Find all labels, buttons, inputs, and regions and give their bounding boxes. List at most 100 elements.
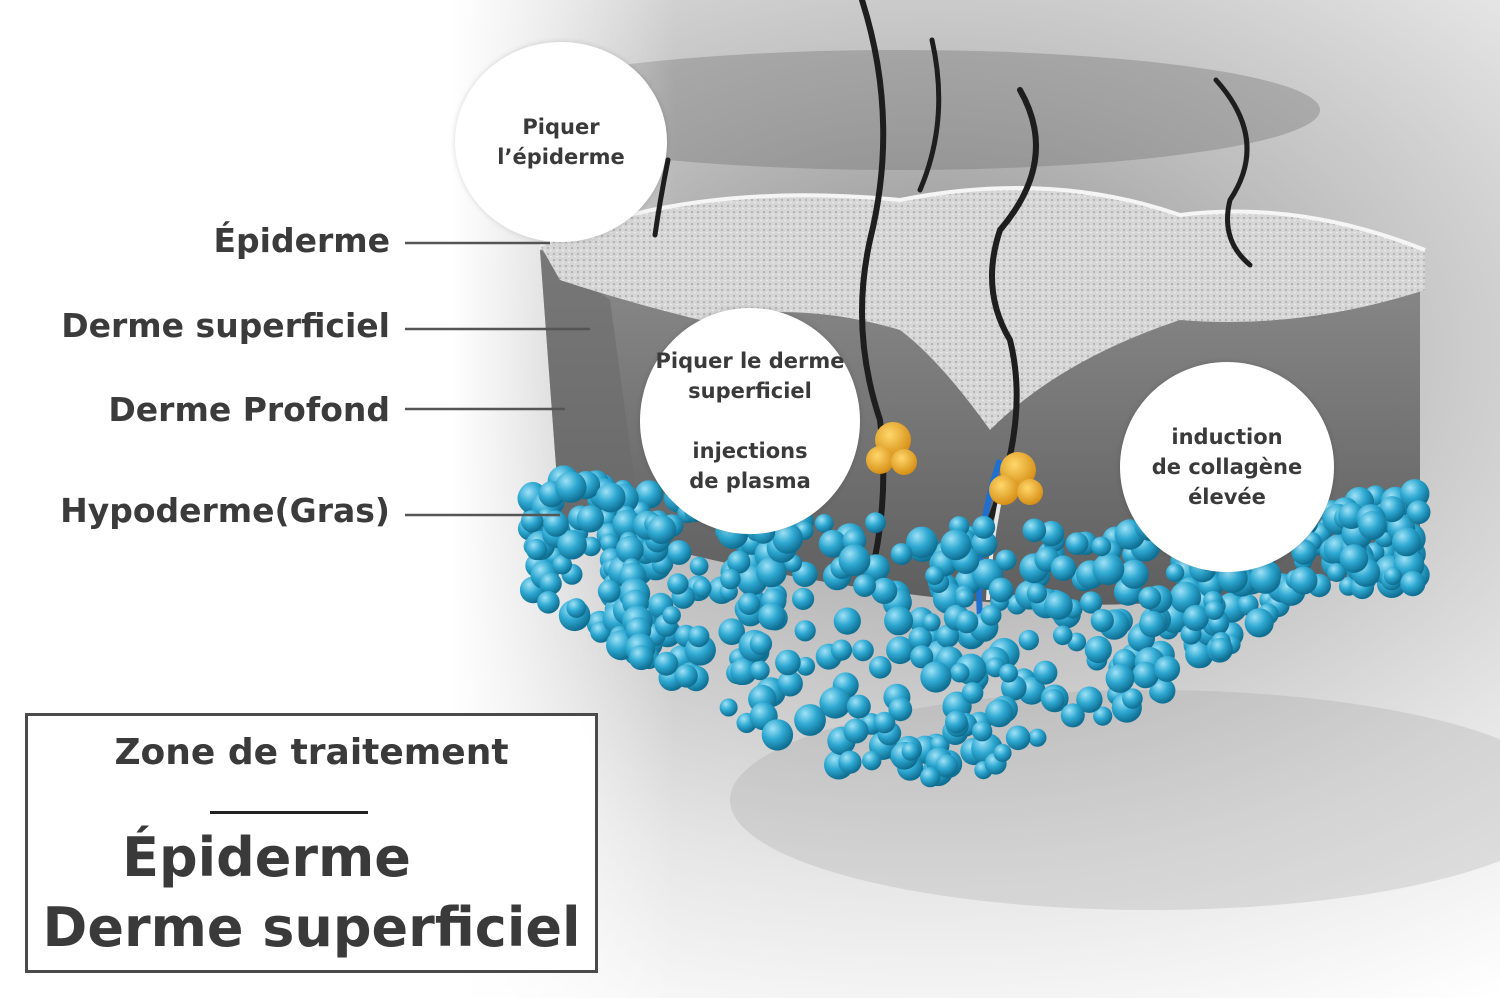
fat-cell — [980, 604, 1002, 626]
fat-cell — [862, 751, 882, 771]
fat-cell — [537, 591, 560, 614]
callout-dermis-line: superficiel — [688, 379, 812, 403]
treatment-zone-epiderme: Épiderme — [122, 826, 411, 889]
fat-cell — [910, 645, 934, 669]
fat-cell — [873, 711, 896, 734]
fat-cell — [936, 624, 960, 648]
fat-cell — [1080, 591, 1103, 614]
fat-cell — [612, 509, 642, 539]
fat-cell — [1122, 688, 1143, 709]
fat-cell — [539, 572, 562, 595]
fat-cell — [884, 606, 914, 636]
fat-cell — [1033, 660, 1058, 685]
fat-cell — [647, 515, 677, 545]
fat-cell — [1052, 625, 1073, 646]
fat-cell — [566, 598, 587, 618]
fat-cell — [1090, 608, 1114, 633]
fat-cell — [1289, 566, 1318, 595]
callout-dermis-line: Piquer le derme — [655, 349, 845, 373]
callout-collagen-line: induction — [1171, 425, 1283, 449]
fat-cell — [1005, 725, 1031, 751]
fat-cell — [555, 471, 587, 503]
fat-cell — [687, 625, 710, 648]
fat-cell — [1050, 555, 1077, 581]
fat-cell — [750, 660, 770, 681]
fat-cell — [662, 606, 681, 625]
fat-cell — [1406, 500, 1431, 525]
fat-cell — [557, 529, 587, 560]
fat-cell — [796, 656, 816, 676]
fat-cell — [988, 577, 1014, 603]
fat-cell — [777, 670, 803, 697]
fat-cell — [520, 510, 544, 533]
fat-cell — [993, 743, 1012, 762]
callout-collagen: induction de collagène élevée — [1120, 362, 1334, 572]
callout-epidermis: Piquer l’épiderme — [455, 42, 667, 242]
fat-cell — [1379, 496, 1406, 523]
fat-cell — [901, 742, 920, 761]
fat-cell — [1119, 559, 1149, 589]
fat-cell — [1026, 583, 1047, 604]
fat-cell — [940, 529, 972, 561]
fat-cell — [730, 658, 757, 685]
fat-cell — [719, 698, 738, 717]
fat-cell — [920, 767, 941, 788]
fat-cell — [1358, 510, 1387, 540]
fat-cell — [772, 523, 803, 554]
fat-cell — [995, 549, 1017, 571]
fat-cell — [1092, 553, 1125, 585]
label-epiderme: Épiderme — [213, 221, 390, 260]
fat-cell — [1383, 567, 1402, 585]
fat-cell — [950, 663, 970, 683]
fat-cell — [1132, 661, 1159, 689]
fat-cell — [756, 556, 787, 588]
fat-cell — [1339, 544, 1369, 573]
fat-cell — [935, 754, 959, 777]
fat-cell — [761, 719, 794, 751]
fat-cell — [1165, 563, 1185, 582]
fat-cell — [599, 533, 620, 553]
fat-cell — [1091, 536, 1112, 557]
fat-cell — [852, 639, 874, 662]
fat-cell — [1138, 586, 1162, 610]
fat-cell — [886, 636, 914, 665]
label-derme-superficiel: Derme superficiel — [61, 306, 390, 345]
fat-cell — [906, 526, 938, 559]
fat-cell — [971, 721, 993, 742]
fat-cell — [727, 550, 751, 574]
fat-cell — [1018, 629, 1039, 651]
fat-cell — [846, 694, 871, 719]
fat-cell — [792, 587, 815, 611]
divider — [210, 811, 368, 814]
fat-cell — [838, 750, 862, 774]
fat-cell — [838, 544, 871, 577]
fat-cell — [868, 656, 892, 679]
callout-dermis-line: de plasma — [689, 469, 811, 493]
fat-cell — [794, 620, 816, 642]
fat-cell — [628, 645, 654, 671]
fat-cell — [615, 535, 644, 564]
fat-cell — [922, 613, 941, 632]
fat-cell — [689, 556, 709, 576]
treatment-zone-derme-superficiel: Derme superficiel — [42, 896, 581, 959]
fat-cell — [595, 482, 626, 513]
callout-epidermis-line: l’épiderme — [497, 145, 625, 169]
fat-cell — [1185, 640, 1214, 669]
sebaceous-gland — [866, 422, 1043, 505]
fat-cell — [1060, 703, 1085, 728]
fat-cell — [1204, 600, 1225, 620]
fat-cell — [775, 649, 801, 676]
fat-cell — [674, 664, 698, 688]
fat-cell — [1182, 605, 1209, 631]
fat-cell — [1327, 563, 1347, 582]
fat-cell — [925, 566, 945, 585]
treatment-zone-title: Zone de traitement — [114, 732, 509, 773]
fat-cell — [1105, 664, 1135, 693]
fat-cell — [985, 699, 1014, 728]
fat-cell — [552, 554, 572, 575]
fat-cell — [1065, 532, 1089, 555]
fat-cell — [1154, 655, 1181, 682]
treatment-zone-box: Zone de traitement Épiderme Derme superf… — [25, 713, 598, 973]
